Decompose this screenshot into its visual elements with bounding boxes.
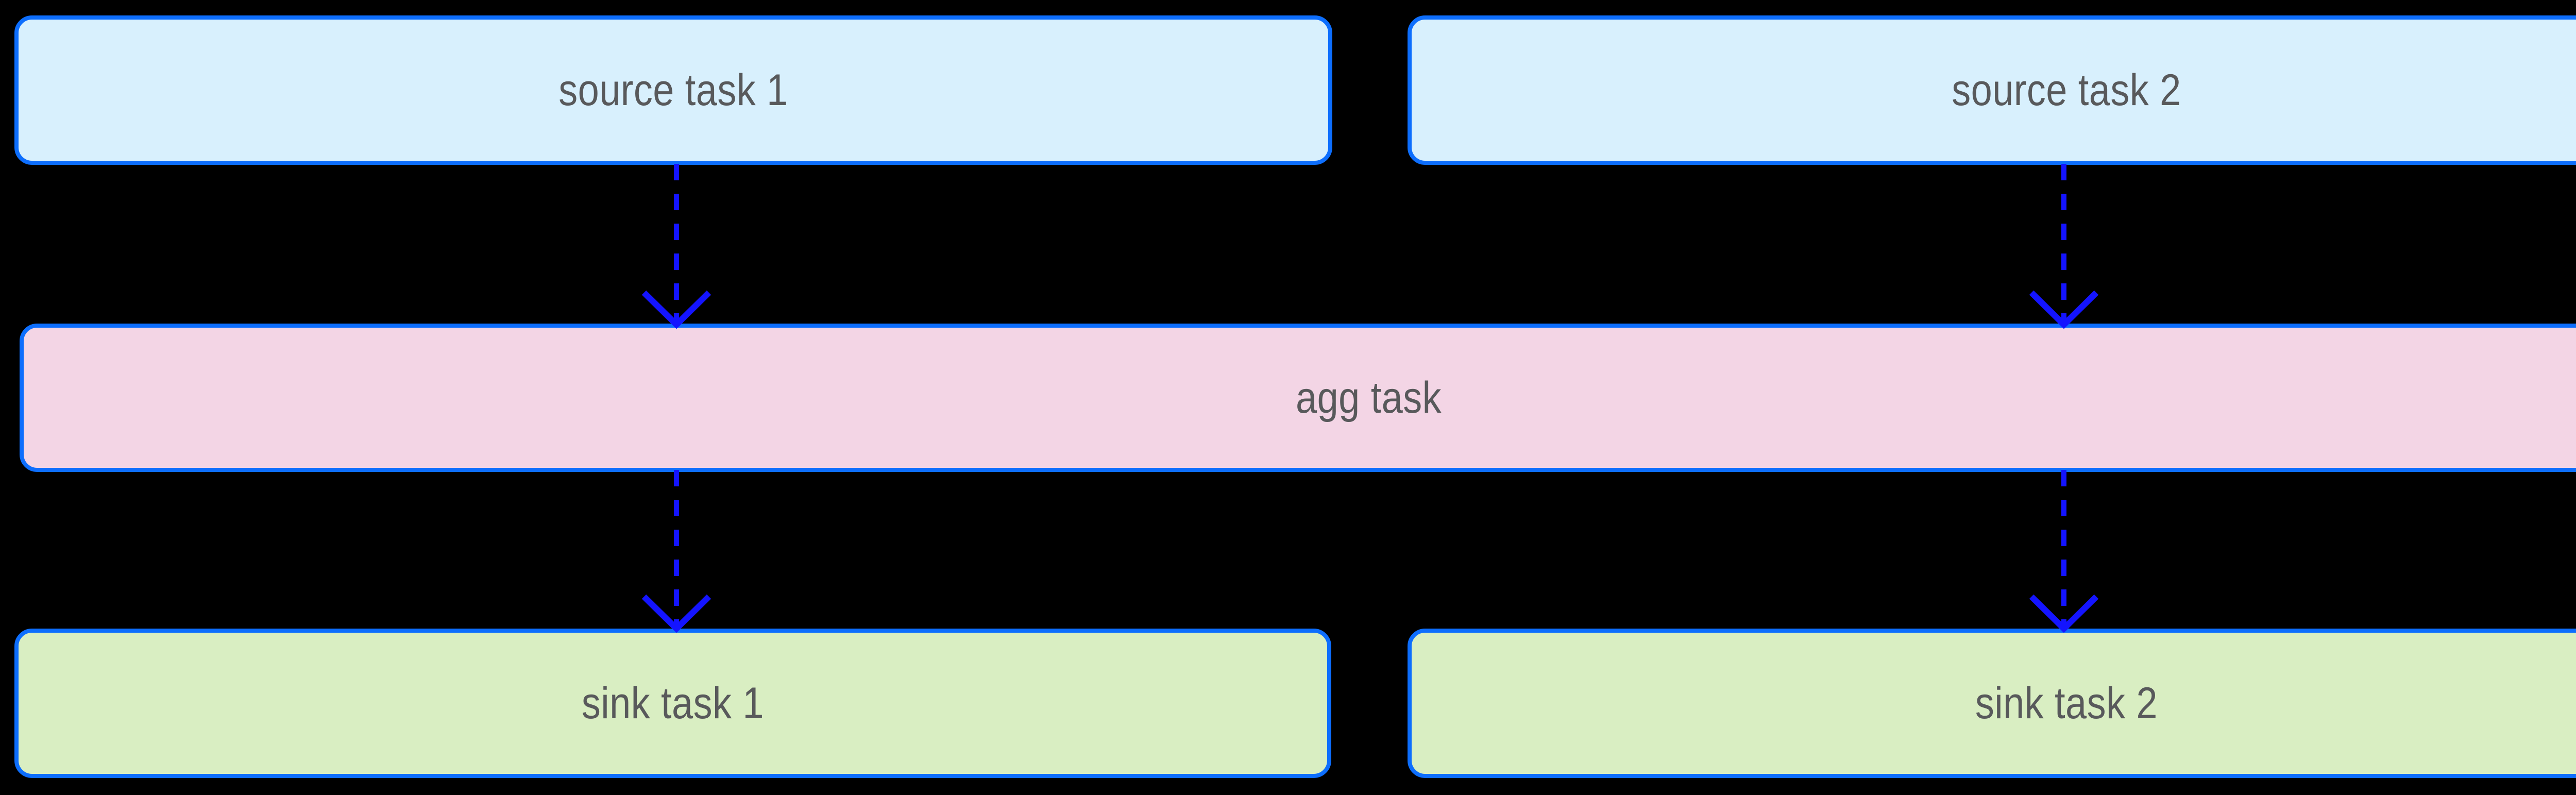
arrowhead-icon xyxy=(2029,290,2099,329)
node-agg-task[interactable]: agg task xyxy=(20,324,2576,472)
edge-agg-task-to-sink-task-1 xyxy=(641,470,711,633)
node-source-task-2-label: source task 2 xyxy=(1952,65,2181,115)
node-agg-task-label: agg task xyxy=(1295,373,1442,422)
arrowhead-icon xyxy=(641,594,711,633)
edge-agg-task-to-sink-task-2 xyxy=(2029,470,2099,633)
arrowhead-icon xyxy=(2029,594,2099,633)
node-sink-task-1-label: sink task 1 xyxy=(581,679,765,728)
edge-source-task-1-to-agg-task xyxy=(641,164,711,329)
arrowhead-icon xyxy=(641,290,711,329)
node-source-task-1-label: source task 1 xyxy=(558,65,788,115)
node-sink-task-2-label: sink task 2 xyxy=(1975,679,2158,728)
node-source-task-1[interactable]: source task 1 xyxy=(14,15,1332,165)
node-source-task-2[interactable]: source task 2 xyxy=(1408,15,2576,165)
node-sink-task-2[interactable]: sink task 2 xyxy=(1408,629,2576,778)
node-sink-task-1[interactable]: sink task 1 xyxy=(14,629,1331,778)
edge-source-task-2-to-agg-task xyxy=(2029,164,2099,329)
